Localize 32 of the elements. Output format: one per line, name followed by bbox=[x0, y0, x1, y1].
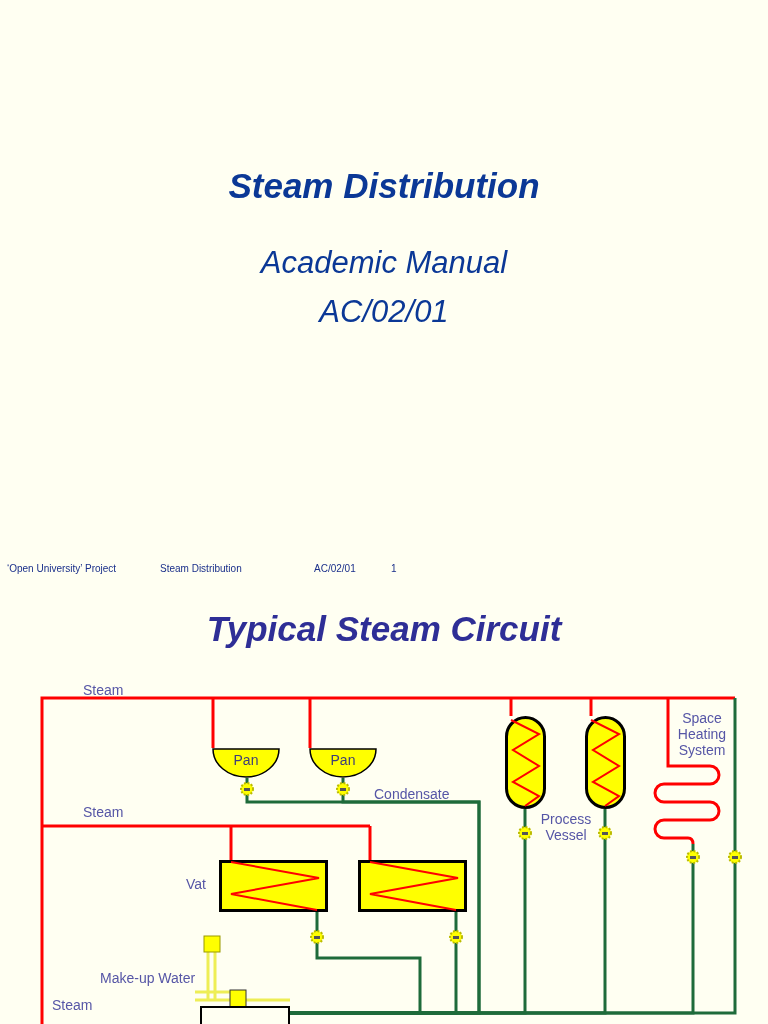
node-label: Pan bbox=[329, 752, 357, 768]
equipment-label: Vat bbox=[185, 876, 207, 893]
steam-pipe bbox=[589, 698, 593, 716]
pan-vessel bbox=[309, 748, 377, 778]
pipe-label: Steam bbox=[83, 804, 124, 821]
node-label: Pan bbox=[232, 752, 260, 768]
pipe-label: Steam bbox=[83, 682, 124, 699]
pipe-label: Condensate bbox=[374, 786, 450, 803]
equipment-label: Process Vessel bbox=[539, 811, 593, 844]
steam-pipe bbox=[229, 826, 233, 860]
equipment-label: Space Heating System bbox=[676, 710, 728, 759]
footer-text: ‘Open University’ Project bbox=[7, 563, 117, 575]
process-vessel bbox=[505, 716, 546, 809]
steam-pipe bbox=[308, 698, 312, 748]
steam-pipe bbox=[509, 698, 513, 716]
pipe-label: Steam bbox=[52, 997, 93, 1014]
steam-pipe bbox=[666, 698, 670, 762]
cover-subtitle: Academic Manual bbox=[258, 245, 509, 281]
footer-text: Steam Distribution bbox=[160, 563, 242, 575]
slide-title: Typical Steam Circuit bbox=[205, 609, 564, 650]
steam-pipe bbox=[211, 698, 215, 748]
page-number: 1 bbox=[391, 563, 397, 575]
heated-vat bbox=[219, 860, 328, 912]
cover-title: Steam Distribution bbox=[227, 166, 541, 207]
process-vessel bbox=[585, 716, 626, 809]
feed-tank bbox=[200, 1006, 290, 1024]
heated-vat bbox=[358, 860, 467, 912]
pipe-label: Make-up Water bbox=[100, 970, 196, 987]
pan-vessel bbox=[212, 748, 280, 778]
document-code: AC/02/01 bbox=[317, 294, 450, 330]
footer-text: AC/02/01 bbox=[314, 563, 356, 575]
steam-pipe bbox=[368, 826, 372, 860]
